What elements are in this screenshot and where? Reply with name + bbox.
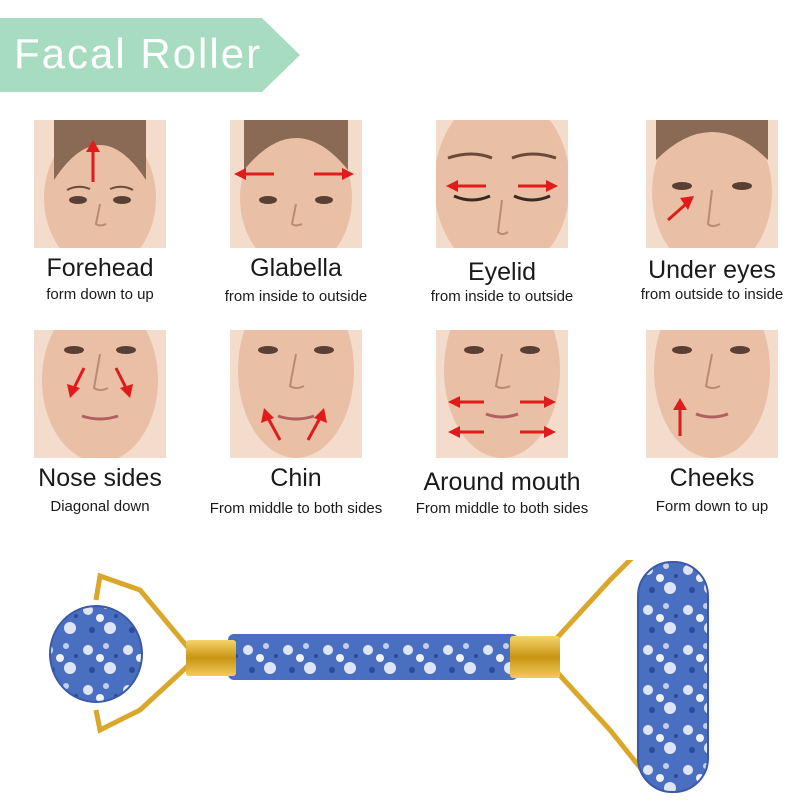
area-name: Under eyes <box>648 256 776 284</box>
area-name: Nose sides <box>38 464 162 492</box>
face-chin-image <box>230 330 362 458</box>
face-photo <box>646 330 778 458</box>
arrow-diagonal-icon <box>667 202 687 222</box>
face-photo <box>436 330 568 458</box>
face-photo <box>34 120 166 248</box>
arrow-diagonal-up-left-icon <box>266 417 282 441</box>
jade-roller-image <box>40 537 760 800</box>
face-forehead-image <box>34 120 166 248</box>
area-direction: From middle to both sides <box>209 500 383 517</box>
face-photo <box>34 330 166 458</box>
area-name: Chin <box>270 464 322 492</box>
face-cheeks-image <box>646 330 778 458</box>
title-banner: Facal Roller <box>0 18 302 92</box>
face-under-eyes-image <box>646 120 778 248</box>
area-direction: from inside to outside <box>430 288 574 305</box>
area-direction: Diagonal down <box>50 498 150 515</box>
area-direction: From middle to both sides <box>415 500 589 517</box>
area-name: Glabella <box>250 254 342 282</box>
arrow-diagonal-down-right-icon <box>114 367 128 389</box>
area-direction: form down to up <box>46 286 154 303</box>
face-photo <box>230 120 362 248</box>
area-name: Eyelid <box>467 258 537 286</box>
facial-roller-icon <box>49 537 709 793</box>
area-direction: from inside to outside <box>224 288 368 305</box>
face-photo <box>646 120 778 248</box>
area-direction: from outside to inside <box>640 286 784 303</box>
arrow-diagonal-down-left-icon <box>72 367 86 389</box>
area-name: Cheeks <box>669 464 755 492</box>
banner-shape <box>0 18 300 92</box>
face-around-mouth-image <box>436 330 568 458</box>
arrow-diagonal-up-right-icon <box>306 417 322 441</box>
page-title: Facal Roller <box>14 30 263 77</box>
area-name: Forehead <box>46 254 154 282</box>
face-photo <box>436 120 568 248</box>
face-glabella-image <box>230 120 362 248</box>
area-name: Around mouth <box>423 468 581 496</box>
area-direction: Form down to up <box>655 498 769 515</box>
face-photo <box>230 330 362 458</box>
face-eyelid-image <box>436 120 568 248</box>
face-nose-sides-image <box>34 330 166 458</box>
